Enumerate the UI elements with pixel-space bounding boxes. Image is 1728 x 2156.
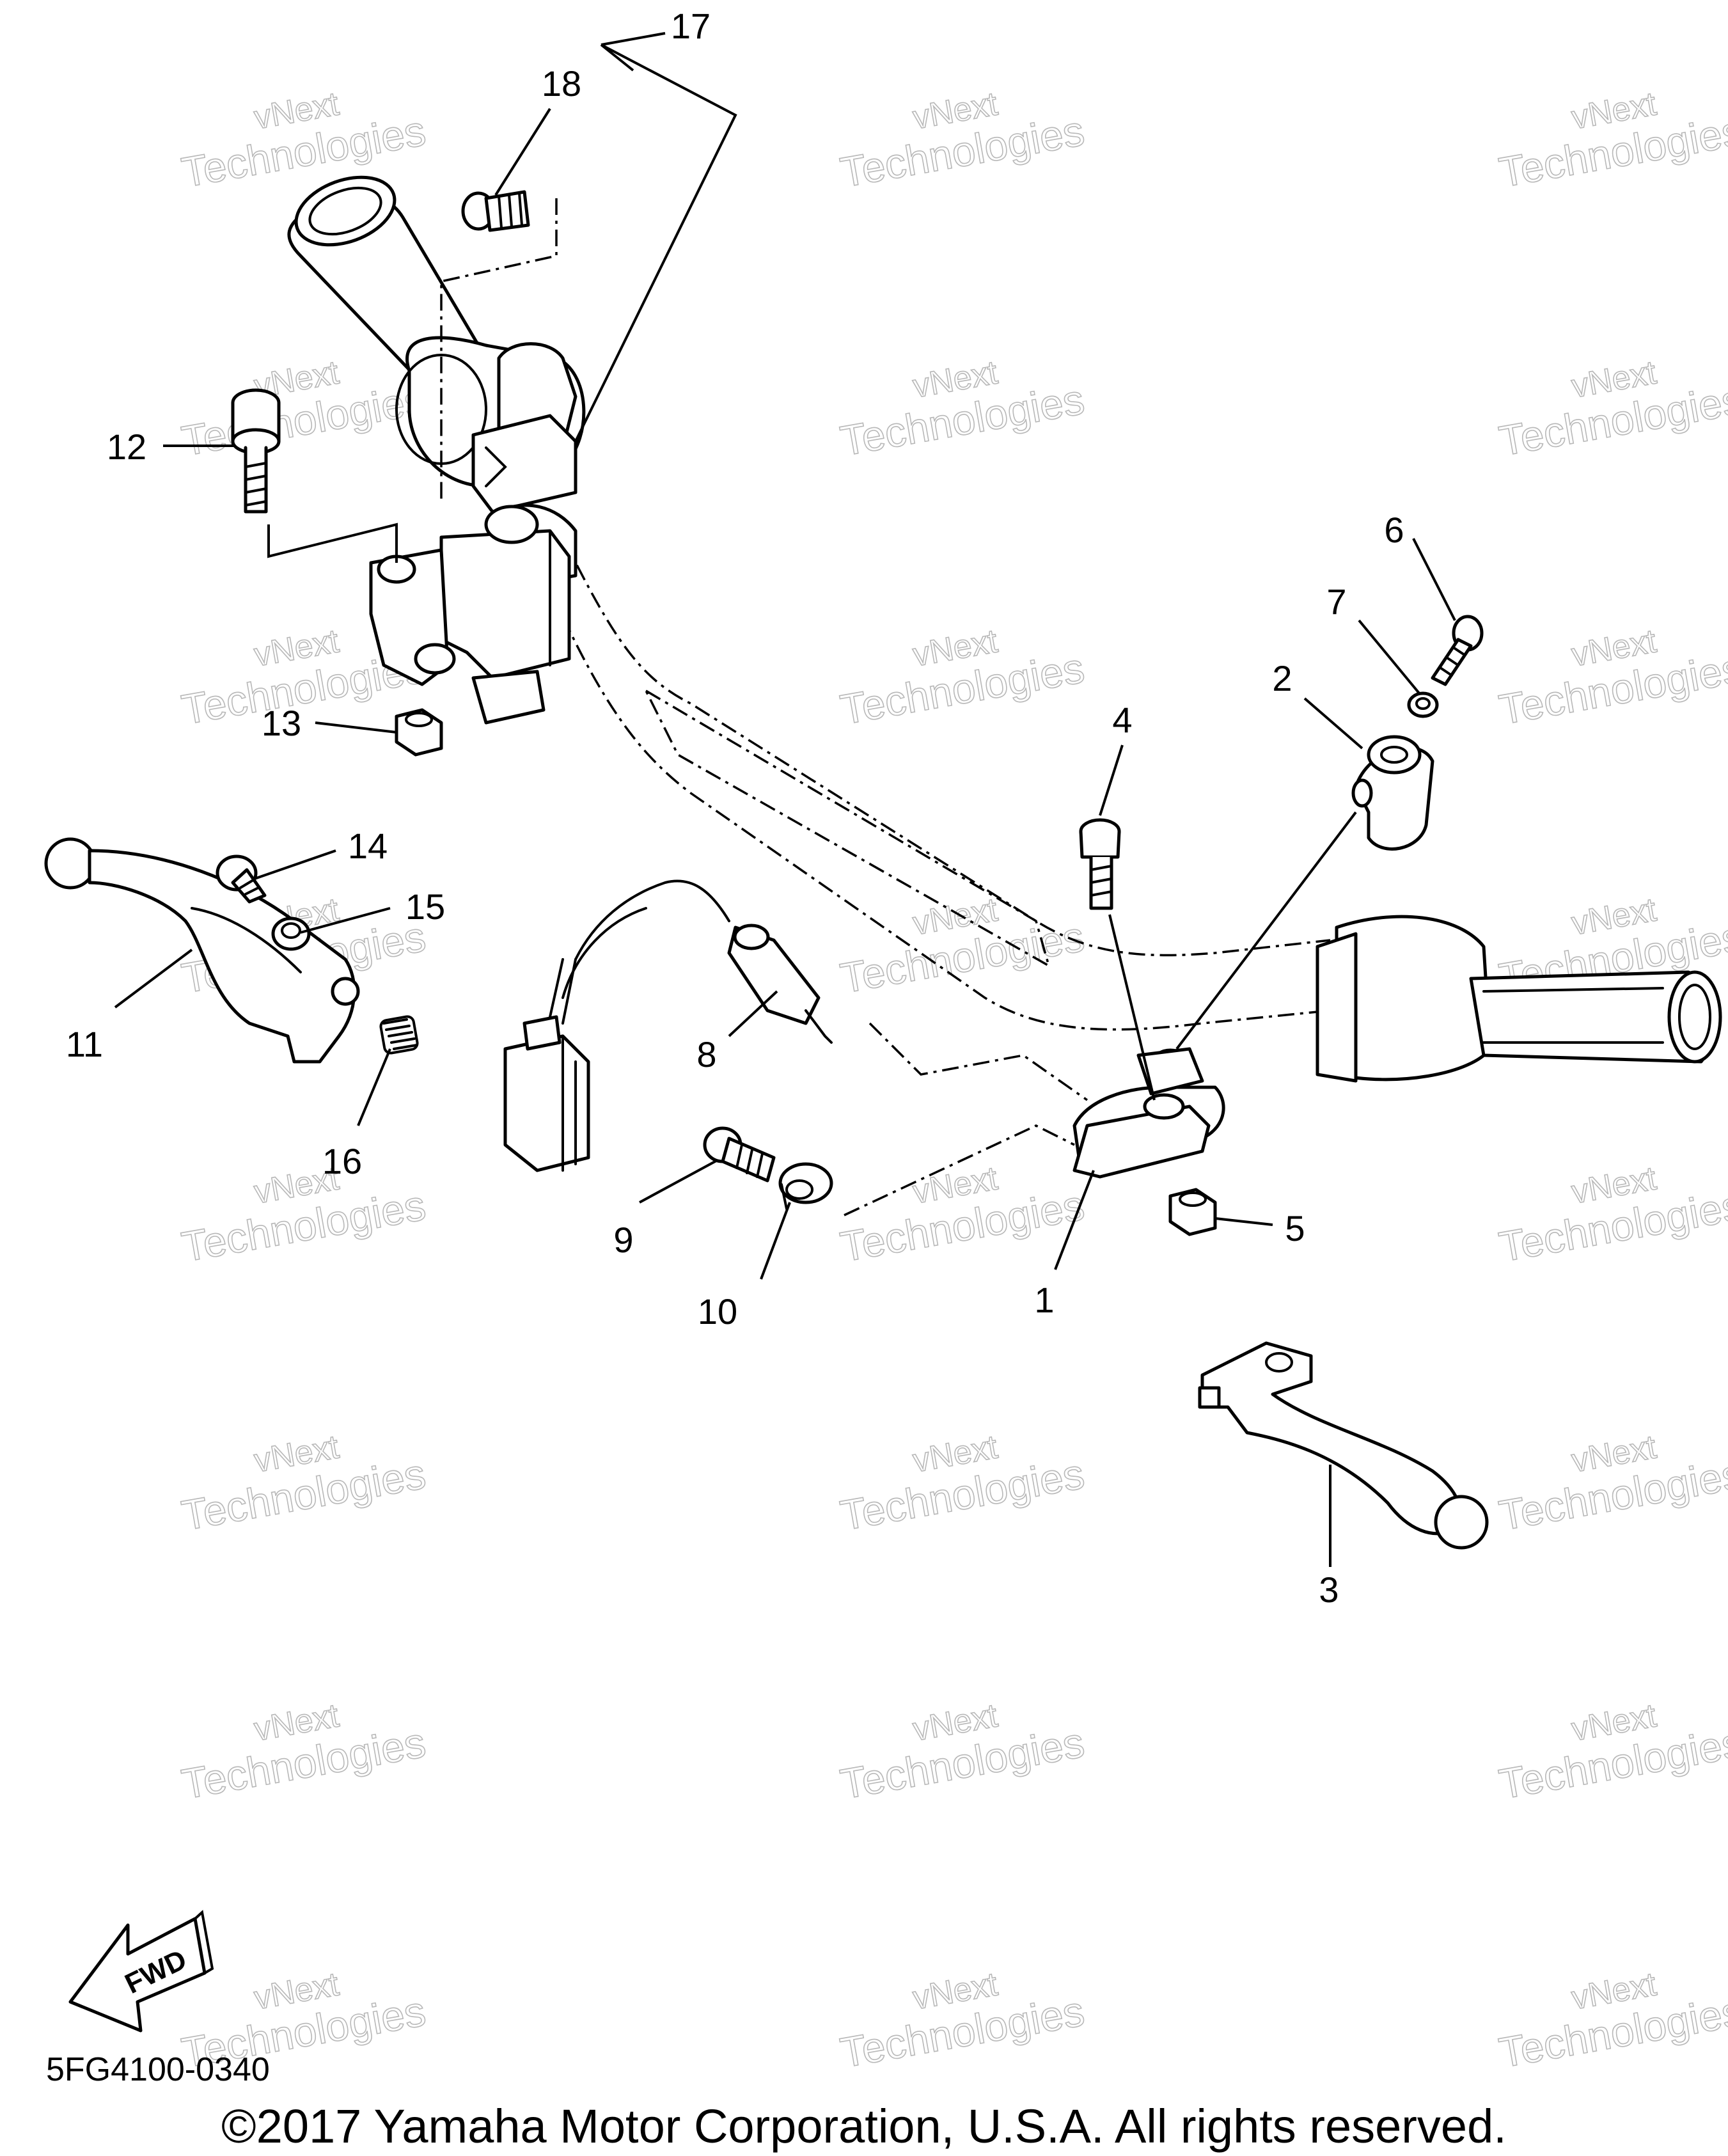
washer-7 — [1407, 691, 1439, 718]
copyright-notice: ©2017 Yamaha Motor Corporation, U.S.A. A… — [221, 2100, 1507, 2153]
callout-9: 9 — [613, 1220, 633, 1260]
right-lever-3 — [1198, 1341, 1489, 1550]
callout-2: 2 — [1272, 658, 1292, 698]
callout-1: 1 — [1034, 1280, 1054, 1320]
master-cylinder-body — [369, 505, 571, 725]
bracket-2 — [1351, 735, 1434, 851]
wire-connector — [503, 1015, 590, 1172]
screw-18 — [461, 190, 530, 232]
callout-7: 7 — [1326, 581, 1346, 622]
callout-6: 6 — [1384, 510, 1404, 550]
handlebar — [549, 537, 1331, 1031]
callout-labels: 17 18 12 6 7 2 4 13 14 15 11 16 8 9 10 1… — [66, 6, 1404, 1610]
callout-8: 8 — [696, 1034, 716, 1074]
callout-13: 13 — [262, 703, 301, 743]
fwd-arrow: FWD — [68, 1910, 214, 2033]
callout-12: 12 — [107, 427, 146, 467]
callout-5: 5 — [1285, 1208, 1305, 1248]
nut-5 — [1168, 1188, 1217, 1236]
leader-lines — [114, 32, 1456, 1567]
lever-holder-1 — [1072, 1047, 1225, 1179]
bolt-9 — [703, 1126, 776, 1183]
nut-13 — [395, 708, 443, 757]
switch-wire-8 — [549, 879, 833, 1044]
bushing-15 — [271, 917, 311, 951]
callout-18: 18 — [542, 63, 581, 104]
callout-16: 16 — [322, 1141, 362, 1181]
bolt-6 — [1431, 615, 1484, 686]
callout-17: 17 — [671, 6, 711, 46]
nut-10 — [778, 1162, 833, 1210]
bolt-12 — [231, 388, 281, 514]
right-grip — [1316, 915, 1722, 1083]
callout-11: 11 — [66, 1024, 103, 1064]
callout-10: 10 — [698, 1291, 737, 1332]
callout-15: 15 — [405, 886, 445, 927]
bolt-14 — [216, 854, 267, 904]
callout-4: 4 — [1112, 700, 1132, 740]
callout-3: 3 — [1319, 1570, 1339, 1610]
drawing-code: 5FG4100-0340 — [46, 2051, 270, 2088]
spring-16 — [379, 1015, 419, 1055]
callout-14: 14 — [348, 826, 388, 866]
bolt-4 — [1079, 818, 1121, 910]
